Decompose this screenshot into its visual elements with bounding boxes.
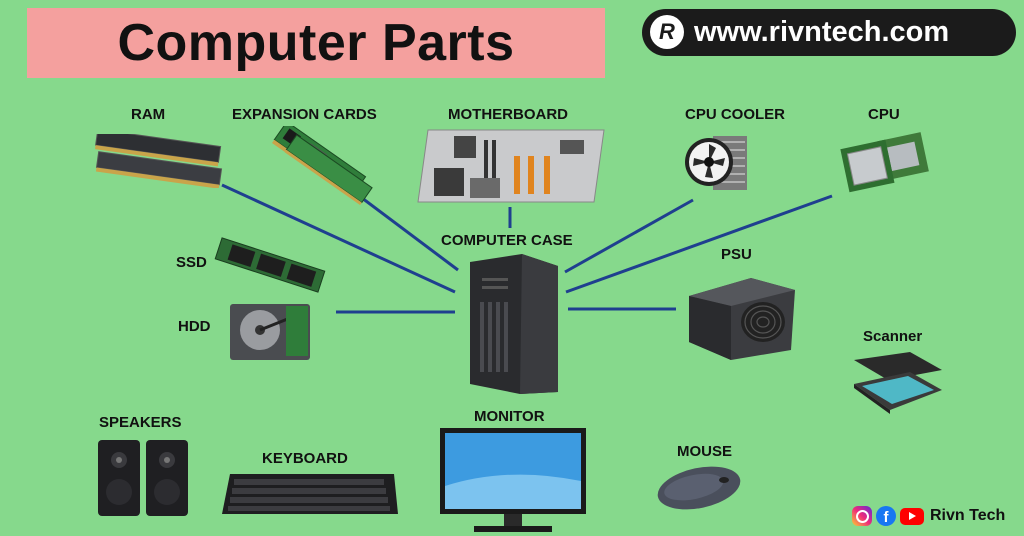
social-links: f Rivn Tech — [852, 505, 1005, 527]
keyboard-icon — [222, 474, 398, 514]
connector-cpu — [565, 194, 833, 294]
footer-brand: Rivn Tech — [930, 507, 1006, 524]
website-url[interactable]: www.rivntech.com — [694, 16, 950, 48]
label-hdd: HDD — [178, 318, 211, 335]
expansion-cards-icon — [271, 126, 373, 205]
scanner-icon — [854, 352, 942, 414]
title-banner: Computer Parts — [27, 8, 605, 78]
ssd-icon — [214, 237, 326, 293]
cpu-icon — [840, 132, 929, 193]
label-mouse: MOUSE — [677, 443, 733, 460]
rivntech-logo-icon: R — [650, 15, 684, 49]
label-expansion-cards: EXPANSION CARDS — [232, 106, 377, 123]
label-monitor: MONITOR — [474, 408, 545, 425]
hdd-icon — [230, 304, 310, 360]
cpu-cooler-icon — [685, 136, 747, 190]
mouse-icon — [657, 466, 741, 510]
website-badge[interactable]: R www.rivntech.com — [642, 9, 1016, 56]
instagram-icon[interactable] — [852, 506, 872, 526]
label-scanner: Scanner — [863, 328, 923, 345]
label-motherboard: MOTHERBOARD — [448, 106, 568, 123]
label-speakers: SPEAKERS — [99, 414, 182, 431]
facebook-icon[interactable]: f — [876, 506, 896, 526]
speakers-icon — [98, 440, 188, 516]
label-cpu: CPU — [868, 106, 900, 123]
ram-icon — [95, 134, 223, 188]
label-computer-case: COMPUTER CASE — [441, 232, 573, 249]
label-cpu-cooler: CPU COOLER — [685, 106, 786, 123]
label-ram: RAM — [131, 106, 166, 123]
connector-ram — [221, 183, 456, 294]
page-title: Computer Parts — [117, 14, 515, 72]
motherboard-icon — [417, 129, 605, 203]
label-keyboard: KEYBOARD — [262, 450, 348, 467]
connector-cpu-cooler — [564, 198, 694, 274]
computer-case-icon — [470, 254, 558, 394]
label-psu: PSU — [721, 246, 752, 263]
monitor-icon — [440, 428, 586, 532]
psu-icon — [689, 278, 795, 360]
connector-expansion-cards — [361, 196, 459, 272]
youtube-icon[interactable] — [900, 507, 924, 525]
label-ssd: SSD — [176, 254, 207, 271]
